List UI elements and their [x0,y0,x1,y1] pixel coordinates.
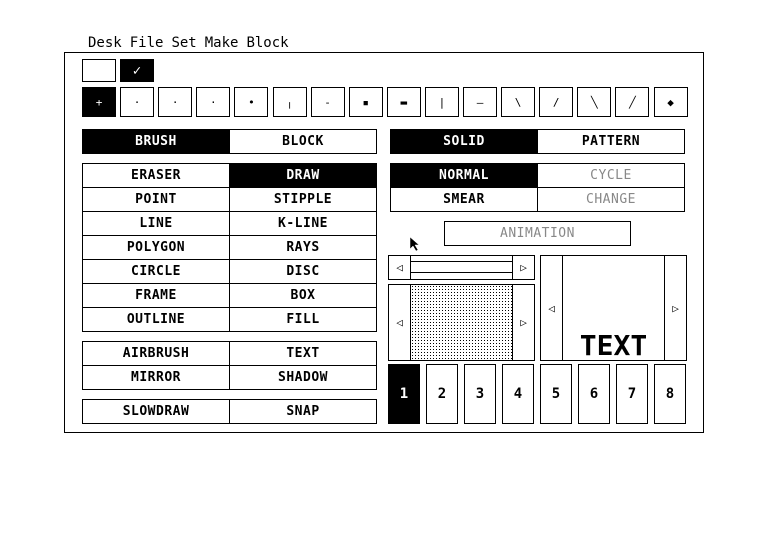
tool-panel-frame [64,52,704,433]
brush-shape-icon: + [95,95,103,109]
brush-shape-icon: ╲ [590,95,598,109]
option-change[interactable]: CHANGE [537,187,685,212]
slot-4[interactable]: 4 [502,364,534,424]
slot-8[interactable]: 8 [654,364,686,424]
tool-snap[interactable]: SNAP [229,399,377,424]
brush-shape-16[interactable]: ◆ [653,87,688,117]
tool-frame[interactable]: FRAME [82,283,230,308]
brush-shape-icon: ▬ [400,95,408,109]
brush-shape-13[interactable]: / [539,87,574,117]
tool-outline[interactable]: OUTLINE [82,307,230,332]
brush-shape-1[interactable]: + [82,87,116,117]
tool-box[interactable]: BOX [229,283,377,308]
font-prev-arrow-icon[interactable]: ◁ [541,256,563,360]
brush-shape-icon: — [476,95,484,109]
brush-shape-12[interactable]: \ [501,87,536,117]
tool-circle[interactable]: CIRCLE [82,259,230,284]
slot-6[interactable]: 6 [578,364,610,424]
brush-shape-icon: · [209,95,217,109]
slider-left-arrow-icon[interactable]: ◁ [389,256,411,279]
brush-shape-icon: / [552,95,560,109]
brush-shape-4[interactable]: · [196,87,231,117]
brush-shape-6[interactable]: ╷ [272,87,307,117]
menu-file[interactable]: File [129,35,164,51]
tool-draw[interactable]: DRAW [229,163,377,188]
tool-mirror[interactable]: MIRROR [82,365,230,390]
menu-desk[interactable]: Desk [88,35,122,51]
tool-airbrush[interactable]: AIRBRUSH [82,341,230,366]
tool-fill[interactable]: FILL [229,307,377,332]
tool-stipple[interactable]: STIPPLE [229,187,377,212]
tool-line[interactable]: LINE [82,211,230,236]
tool-eraser[interactable]: ERASER [82,163,230,188]
brush-shape-icon: · [133,95,141,109]
option-normal[interactable]: NORMAL [390,163,538,188]
brush-shape-8[interactable]: ▪ [348,87,383,117]
brush-shape-7[interactable]: - [310,87,345,117]
brush-shape-5[interactable]: • [234,87,269,117]
tab-solid[interactable]: SOLID [390,129,538,154]
brush-shape-15[interactable]: ╱ [615,87,650,117]
brush-shape-icon: ╷ [286,95,293,109]
slider-track[interactable] [411,261,512,273]
brush-shape-icon: • [248,95,255,109]
pattern-preview [411,285,512,360]
swatch-white[interactable] [82,59,116,82]
brush-shape-3[interactable]: · [158,87,193,117]
pattern-prev-arrow-icon[interactable]: ◁ [389,285,411,360]
brush-shape-14[interactable]: ╲ [577,87,612,117]
option-cycle[interactable]: CYCLE [537,163,685,188]
speed-slider[interactable]: ◁ ▷ [388,255,535,280]
tool-point[interactable]: POINT [82,187,230,212]
check-icon: ✓ [132,62,142,79]
slot-2[interactable]: 2 [426,364,458,424]
swatch-black[interactable]: ✓ [120,59,154,82]
tab-pattern[interactable]: PATTERN [537,129,685,154]
mouse-pointer-icon [409,236,420,252]
slot-1[interactable]: 1 [388,364,420,424]
menu-make[interactable]: Make [204,35,239,51]
brush-shape-icon: · [171,95,179,109]
font-selector: ◁ TEXT ▷ [540,255,687,361]
slot-7[interactable]: 7 [616,364,648,424]
slider-right-arrow-icon[interactable]: ▷ [512,256,534,279]
pattern-next-arrow-icon[interactable]: ▷ [512,285,534,360]
tool-text[interactable]: TEXT [229,341,377,366]
slot-5[interactable]: 5 [540,364,572,424]
menu-block[interactable]: Block [246,35,289,51]
brush-shape-icon: ▪ [362,95,369,109]
pattern-selector: ◁ ▷ [388,284,535,361]
tool-polygon[interactable]: POLYGON [82,235,230,260]
slot-3[interactable]: 3 [464,364,496,424]
tool-rays[interactable]: RAYS [229,235,377,260]
tab-brush[interactable]: BRUSH [82,129,230,154]
menu-bar: Desk File Set Make Block [84,34,293,52]
brush-shape-11[interactable]: — [463,87,497,117]
brush-shape-icon: ╱ [629,95,636,109]
tool-disc[interactable]: DISC [229,259,377,284]
tool-shadow[interactable]: SHADOW [229,365,377,390]
tab-block[interactable]: BLOCK [229,129,377,154]
animation-button[interactable]: ANIMATION [444,221,631,246]
brush-shape-icon: ◆ [667,95,674,109]
brush-shape-10[interactable]: | [424,87,459,117]
brush-shape-icon: \ [514,95,522,109]
brush-shape-icon: | [438,95,446,109]
menu-set[interactable]: Set [171,35,197,51]
tool-slowdraw[interactable]: SLOWDRAW [82,399,230,424]
tool-k-line[interactable]: K-LINE [229,211,377,236]
brush-shape-2[interactable]: · [120,87,155,117]
brush-shape-9[interactable]: ▬ [386,87,421,117]
option-smear[interactable]: SMEAR [390,187,538,212]
text-preview: TEXT [579,329,648,362]
font-next-arrow-icon[interactable]: ▷ [664,256,686,360]
brush-shape-icon: - [324,95,331,109]
